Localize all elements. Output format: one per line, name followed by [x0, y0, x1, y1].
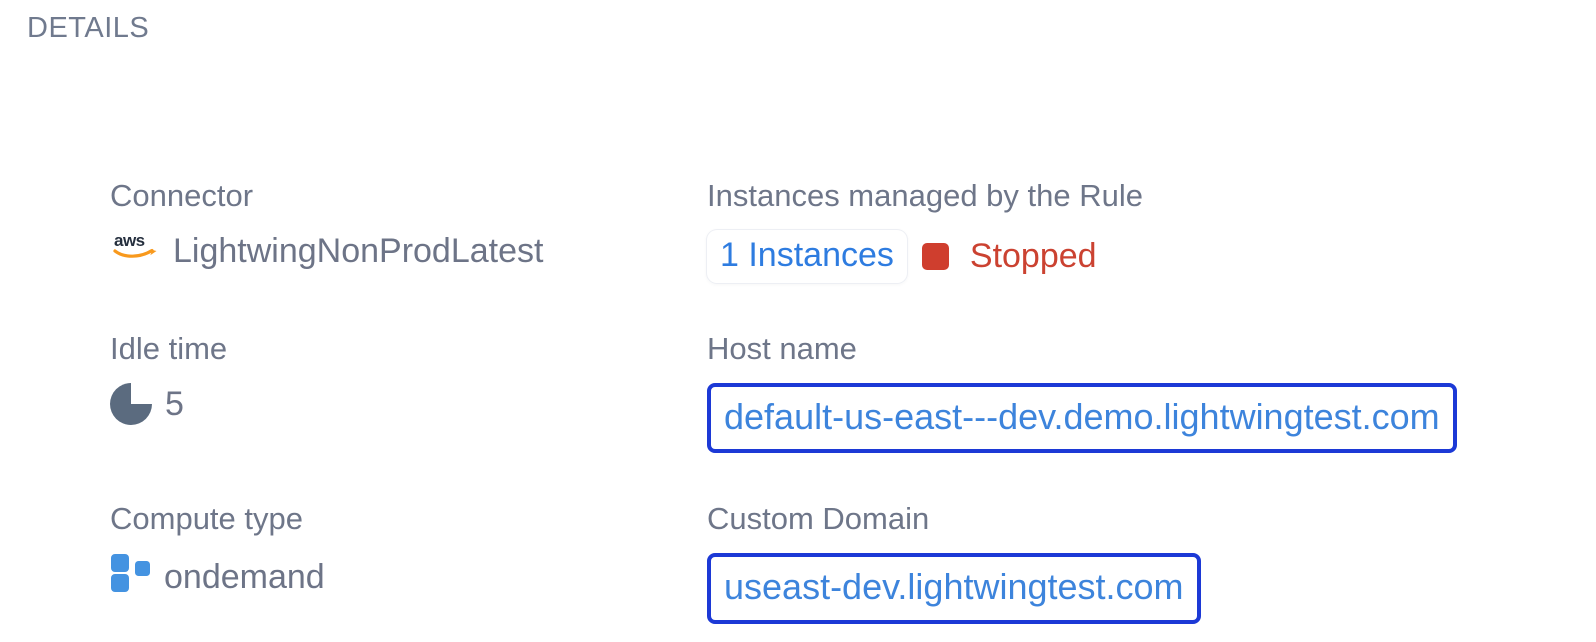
connector-name: LightwingNonProdLatest [173, 231, 544, 270]
stopped-square-icon [921, 243, 949, 270]
field-compute-type: Compute type ondemand [110, 501, 707, 623]
instances-label: Instances managed by the Rule [707, 178, 1143, 213]
custom-domain-value-row: useast-dev.lightwingtest.com [707, 553, 1578, 624]
section-title: DETAILS [27, 12, 150, 44]
idle-time-label: Idle time [110, 331, 228, 366]
custom-domain-label: Custom Domain [707, 501, 930, 537]
idle-time-value: 5 [165, 384, 184, 423]
compute-blocks-icon [110, 553, 151, 602]
aws-icon: aws [110, 230, 160, 272]
idle-timer-icon [110, 383, 152, 425]
host-name-value[interactable]: default-us-east---dev.demo.lightwingtest… [707, 383, 1457, 454]
field-instances: Instances managed by the Rule 1 Instance… [707, 178, 1578, 283]
connector-label: Connector [110, 178, 254, 213]
custom-domain-value[interactable]: useast-dev.lightwingtest.com [707, 553, 1201, 624]
compute-type-value: ondemand [164, 558, 325, 597]
instances-status-text: Stopped [969, 237, 1097, 275]
compute-type-value-row: ondemand [110, 553, 707, 602]
instances-value-row: 1 Instances Stopped [707, 230, 1578, 283]
field-host-name: Host name default-us-east---dev.demo.lig… [707, 331, 1578, 454]
host-name-value-row: default-us-east---dev.demo.lightwingtest… [707, 383, 1578, 454]
field-custom-domain: Custom Domain useast-dev.lightwingtest.c… [707, 501, 1578, 624]
compute-type-label: Compute type [110, 501, 303, 537]
field-idle-time: Idle time 5 [110, 331, 707, 453]
field-connector: Connector aws LightwingNonProdLatest [110, 178, 707, 283]
idle-time-value-row: 5 [110, 383, 707, 425]
instances-count-link[interactable]: 1 Instances [707, 230, 907, 283]
host-name-label: Host name [707, 331, 857, 366]
connector-value-row: aws LightwingNonProdLatest [110, 230, 707, 272]
svg-text:aws: aws [114, 231, 145, 250]
details-grid: Connector aws LightwingNonProdLatest Ins… [110, 178, 1578, 624]
